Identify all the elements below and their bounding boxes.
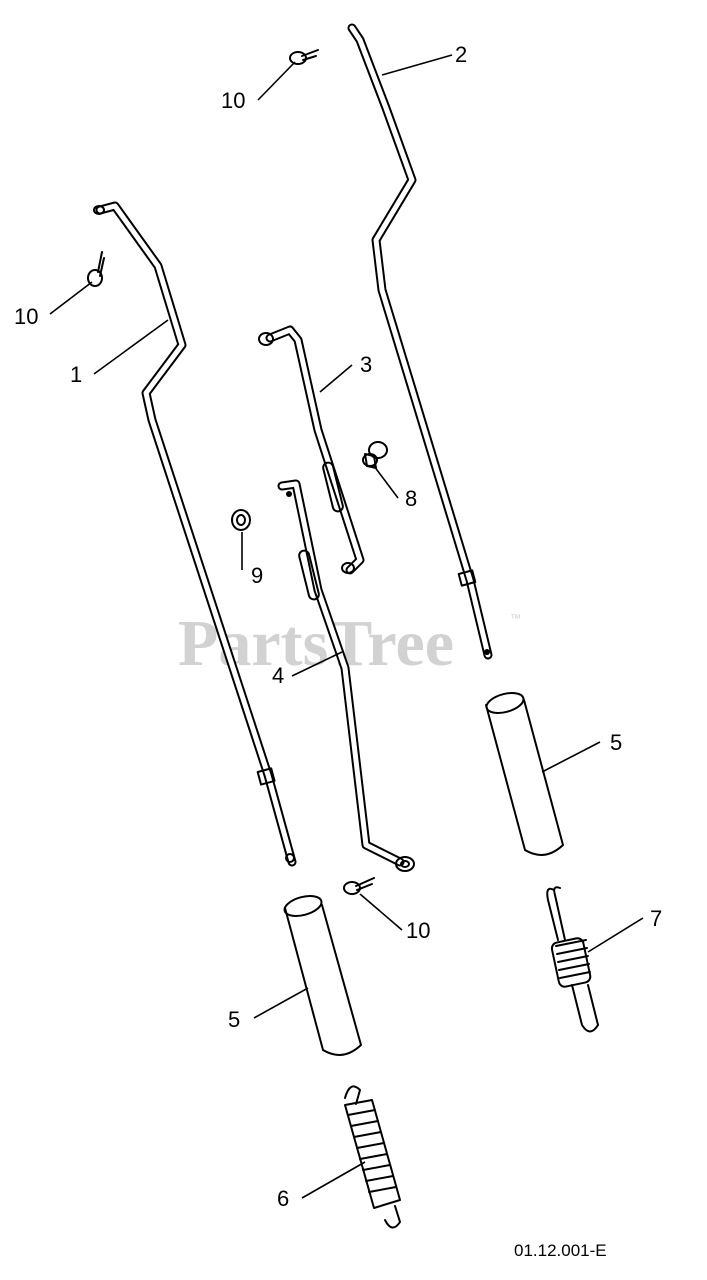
part-4-bar-rod [277, 479, 415, 872]
callout-2: 2 [455, 42, 467, 67]
callout-8: 8 [405, 486, 417, 511]
callout-7: 7 [650, 906, 662, 931]
callout-9: 9 [251, 563, 263, 588]
callout-4: 4 [272, 663, 284, 688]
part-5-grip-lower [283, 895, 362, 1056]
watermark-trademark: ™ [510, 613, 521, 625]
part-9-nut [231, 509, 251, 531]
callout-10: 10 [221, 88, 245, 113]
part-3-link [258, 325, 365, 575]
part-10-clip-left [87, 251, 105, 287]
part-10-clip-top [289, 49, 319, 65]
drawing-code: 01.12.001-E [514, 1241, 607, 1260]
part-2-control-rod [347, 23, 493, 660]
part-5-grip-upper [485, 692, 564, 856]
part-1-control-rod [93, 201, 297, 867]
callout-3: 3 [360, 352, 372, 377]
callout-6: 6 [277, 1186, 289, 1211]
part-8-pin [362, 441, 388, 469]
callout-5: 5 [228, 1007, 240, 1032]
leader-lines [49, 54, 644, 1199]
part-6-spring [344, 1085, 401, 1229]
callout-10: 10 [14, 304, 38, 329]
part-7-spring [546, 886, 599, 1033]
part-10-clip-bottom [343, 877, 375, 895]
callout-1: 1 [70, 362, 82, 387]
callout-5: 5 [610, 730, 622, 755]
callout-10: 10 [406, 918, 430, 943]
